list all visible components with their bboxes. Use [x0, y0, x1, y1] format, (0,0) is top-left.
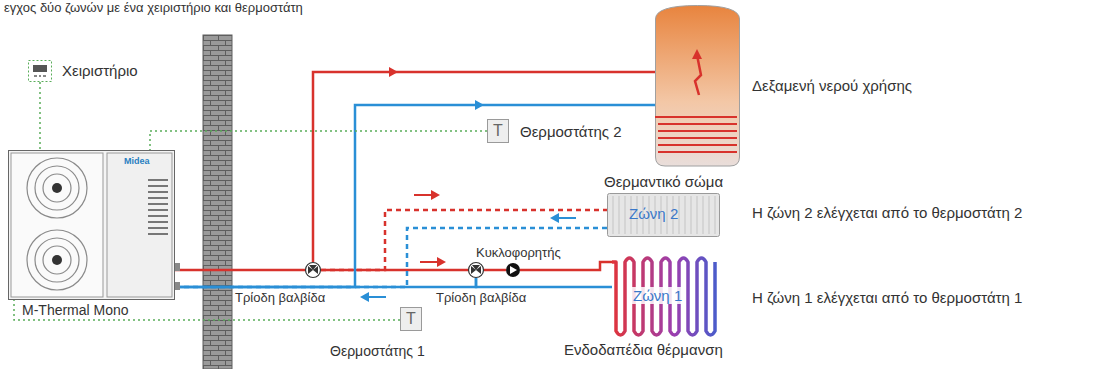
node-sublabel: Ζώνη 2: [629, 205, 678, 222]
node-label: M-Thermal Mono: [22, 302, 129, 318]
radiator-fins: [613, 196, 715, 234]
fan-grille: [27, 158, 87, 218]
three-way-valve: Τρίοδη βαλβίδα: [468, 262, 484, 278]
node-label: T: [400, 310, 422, 328]
thermostat-frame: [488, 120, 509, 143]
fan-grille: [35, 238, 79, 282]
fan-panel: [11, 153, 103, 297]
fan-hub: [52, 255, 62, 265]
thermostat-frame: [401, 308, 422, 331]
water-pipe: [313, 72, 655, 262]
circulator-pump: Κυκλοφορητής: [506, 263, 520, 277]
floor-heating-coil: Ζώνη 1Ενδοδαπέδια θέρμανση: [612, 255, 725, 336]
control-wire: [39, 82, 41, 150]
tank-coil: [655, 117, 737, 159]
valve-symbol: [308, 265, 318, 274]
valve-shape: [305, 262, 321, 278]
note-text: Η ζώνη 2 ελέγχεται από το θερμοστάτη 2: [752, 204, 1022, 221]
brand-logo: Midea: [124, 156, 150, 166]
node-label: Ζώνη 1: [630, 287, 685, 304]
heat-arrow-head: [692, 49, 702, 59]
node-label: Τρίοδη βαλβίδα: [436, 291, 526, 306]
heat-pump-unit: M-Thermal Mono: [8, 150, 175, 300]
valve-body: [306, 263, 321, 278]
valve-body: [469, 263, 484, 278]
pipe-stub: [175, 263, 180, 271]
diagram-title: εγχος δύο ζωνών με ένα χειριστήριο και θ…: [4, 1, 303, 16]
hot-water-tank: Δεξαμενή νερού χρήσης: [655, 5, 740, 167]
controller-buttons: [34, 75, 46, 77]
radiator-body: [608, 194, 720, 237]
node-label: Χειριστήριο: [62, 62, 138, 79]
water-pipe: [175, 228, 607, 287]
node-label: Θερμαντικό σώμα: [604, 173, 723, 190]
fan-grille: [35, 166, 79, 210]
side-panel: [107, 153, 172, 297]
water-pipe: [484, 269, 506, 272]
fan-grille: [43, 246, 71, 274]
node-label: Δεξαμενή νερού χρήσης: [752, 77, 912, 94]
water-pipe: [476, 278, 612, 287]
fan-grille: [27, 230, 87, 290]
three-way-valve: Τρίοδη βαλβίδα: [305, 262, 321, 278]
fan-hub: [52, 183, 62, 193]
vent-slots: [148, 180, 168, 234]
water-pipe: [321, 210, 607, 270]
controller-frame: [29, 61, 52, 82]
floor-coil: [612, 258, 715, 335]
pump-shape: [506, 263, 520, 277]
pump-body: [506, 263, 520, 277]
control-wire: [150, 131, 487, 150]
valve-shape: [468, 262, 484, 278]
node-sublabel: Ενδοδαπέδια θέρμανση: [564, 341, 723, 358]
brick-wall: [203, 35, 232, 369]
tank-body: [656, 6, 740, 167]
water-pipe: [175, 269, 305, 272]
tank-shape: [655, 5, 740, 167]
controller-icon: Χειριστήριο: [28, 60, 52, 82]
controller-screen: [33, 65, 47, 72]
node-sublabel: Θερμοστάτης 1: [330, 343, 425, 359]
valve-symbol: [471, 265, 481, 274]
node-label: Κυκλοφορητής: [476, 246, 561, 261]
thermostat-box: TΘερμοστάτης 1: [400, 307, 422, 331]
water-pipe: [175, 105, 655, 287]
water-pipe: [520, 262, 612, 270]
note-text: Η ζώνη 1 ελέγχεται από το θερμοστάτη 1: [752, 289, 1022, 306]
controller-shape: [28, 60, 52, 82]
node-label: T: [487, 122, 509, 140]
water-pipe: [175, 278, 476, 287]
radiator: Θερμαντικό σώμαΖώνη 2: [607, 193, 720, 237]
control-wire: [14, 300, 400, 320]
pump-symbol: [510, 266, 517, 274]
thermostat-box: TΘερμοστάτης 2: [487, 119, 509, 143]
unit-shape: [8, 150, 175, 300]
unit-casing: [9, 151, 175, 300]
heat-arrow: [695, 55, 701, 95]
fan-grille: [43, 174, 71, 202]
pipe-stub: [175, 282, 180, 290]
node-sublabel: Θερμοστάτης 2: [520, 123, 622, 140]
flow-arrows: [360, 67, 576, 302]
node-label: Τρίοδη βαλβίδα: [235, 291, 325, 306]
